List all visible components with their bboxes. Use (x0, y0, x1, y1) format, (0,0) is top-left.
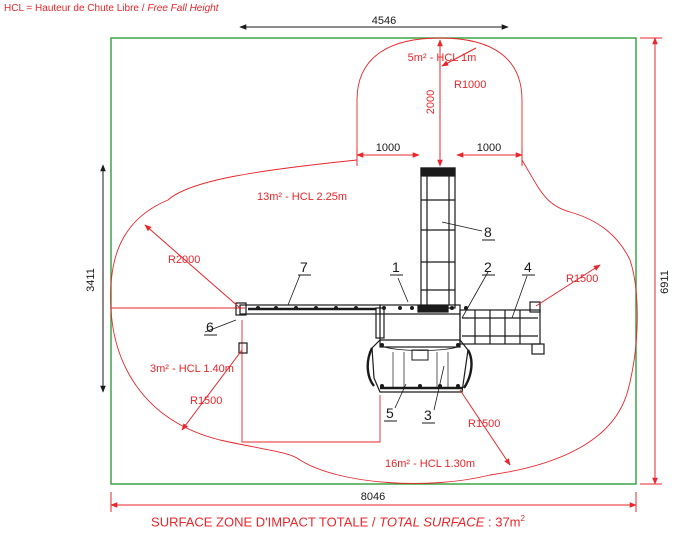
part-6-label: 6 (206, 319, 214, 335)
bottom-width-label: 8046 (361, 491, 385, 503)
caption-value: : 37m (484, 514, 521, 530)
caption-text: SURFACE ZONE D'IMPACT TOTALE / (151, 514, 380, 530)
part-leaders (204, 221, 528, 411)
boundary-rectangle (110, 37, 637, 485)
legend-separator: / (139, 3, 148, 14)
part-numbers: 1 2 3 4 5 6 7 8 (206, 224, 532, 423)
zone-upper-label: 13m² - HCL 2.25m (257, 191, 347, 203)
legend: HCL = Hauteur de Chute Libre / Free Fall… (4, 3, 218, 14)
part-3-label: 3 (424, 407, 432, 423)
offset-left-label: 1000 (376, 142, 400, 154)
part-1-label: 1 (392, 259, 400, 275)
impact-zone-outline (110, 37, 638, 484)
legend-abbr: HCL = Hauteur de Chute Libre (4, 3, 139, 14)
dimension-lines (100, 24, 662, 512)
right-height-label: 6911 (659, 270, 671, 294)
zone-top-label: 5m² - HCL 1m (408, 52, 477, 64)
part-2-label: 2 (484, 259, 492, 275)
part-5-label: 5 (386, 405, 394, 421)
legend-english: Free Fall Height (147, 3, 219, 14)
zone-left-label: 3m² - HCL 1.40m (150, 363, 234, 375)
radius-right-label: R1500 (566, 273, 598, 285)
radius-arrows (144, 47, 601, 466)
equipment-structure (235, 167, 545, 393)
offset-right-label: 1000 (477, 142, 501, 154)
part-7-label: 7 (300, 259, 308, 275)
caption-sup: 2 (520, 514, 525, 523)
zone-labels: 5m² - HCL 1m 13m² - HCL 2.25m 3m² - HCL … (150, 52, 476, 470)
top-lobe-height-label: 2000 (425, 90, 437, 114)
dimension-labels: 4546 3411 8046 6911 2000 1000 1000 (85, 15, 671, 503)
part-4-label: 4 (524, 259, 532, 275)
total-surface-caption: SURFACE ZONE D'IMPACT TOTALE / TOTAL SUR… (0, 514, 676, 529)
radius-bottom-left-label: R1500 (190, 395, 222, 407)
radius-left-label: R2000 (168, 254, 200, 266)
top-width-label: 4546 (372, 15, 396, 27)
zone-bottom-label: 16m² - HCL 1.30m (385, 458, 475, 470)
radius-top-label: R1000 (454, 79, 486, 91)
left-height-label: 3411 (85, 268, 97, 292)
radius-labels: R1000 R2000 R1500 R1500 R1500 (168, 79, 598, 430)
caption-italic: TOTAL SURFACE (379, 514, 485, 530)
radius-bottom-center-label: R1500 (468, 418, 500, 430)
part-underlines (204, 239, 535, 424)
part-8-label: 8 (484, 224, 492, 240)
